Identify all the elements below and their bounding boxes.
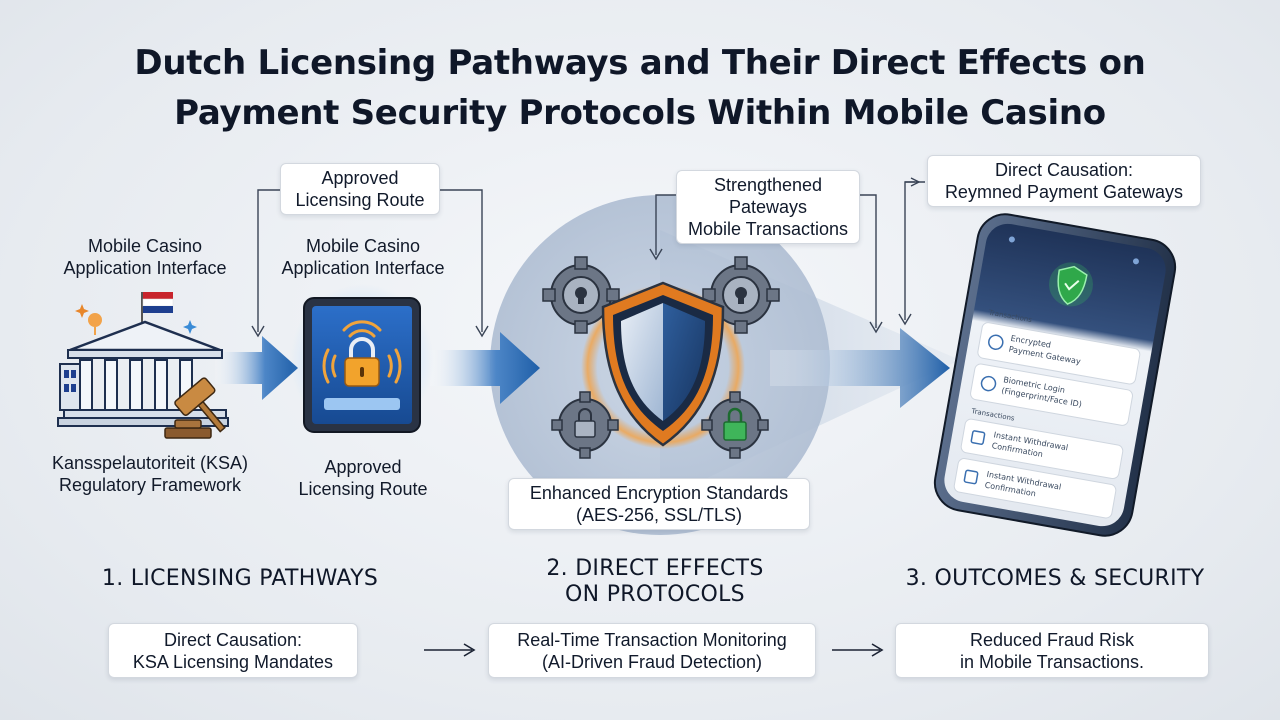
- gear-icon: [702, 256, 780, 334]
- page-title: Dutch Licensing Pathways and Their Direc…: [60, 38, 1220, 138]
- transaction-monitoring-box: Real-Time Transaction Monitoring (AI-Dri…: [488, 623, 816, 678]
- title-line-2: Payment Security Protocols Within Mobile…: [174, 93, 1106, 133]
- tablet-bottom-label: Approved Licensing Route: [298, 457, 428, 499]
- ksa-label: Kansspelautoriteit (KSA) Regulatory Fram…: [51, 453, 249, 495]
- smartphone-icon: Transactions Encrypted Payment Gateway B…: [933, 213, 1177, 537]
- gear-icon: [701, 391, 769, 459]
- title-line-1: Dutch Licensing Pathways and Their Direc…: [134, 43, 1146, 83]
- padlock-icon: [344, 337, 380, 387]
- approved-route-box: Approved Licensing Route: [280, 163, 440, 215]
- arrow-right-icon: [215, 336, 298, 400]
- section-outcomes-security: 3. OUTCOMES & SECURITY: [905, 566, 1205, 591]
- gear-icon: [542, 256, 620, 334]
- shield-icon: [601, 281, 725, 447]
- wifi-icon: [322, 320, 402, 384]
- gavel-icon: [164, 377, 226, 439]
- government-building-icon: [57, 292, 229, 439]
- ksa-mandates-box: Direct Causation: KSA Licensing Mandates: [108, 623, 358, 678]
- left-top-label: Mobile Casino Application Interface: [63, 236, 227, 278]
- arrow-right-icon: [430, 332, 540, 404]
- connector-lines: [251, 177, 925, 338]
- reduced-fraud-box: Reduced Fraud Risk in Mobile Transaction…: [895, 623, 1209, 678]
- encryption-standards-box: Enhanced Encryption Standards (AES-256, …: [508, 478, 810, 530]
- arrow-right-icon: [770, 328, 950, 408]
- section-direct-effects: 2. DIRECT EFFECTS ON PROTOCOLS: [546, 556, 764, 607]
- direct-causation-gateways-box: Direct Causation: Reymned Payment Gatewa…: [927, 155, 1201, 207]
- section-licensing-pathways: 1. LICENSING PATHWAYS: [101, 566, 379, 591]
- gear-icon: [551, 391, 619, 459]
- shield-gears-graphic: [542, 256, 780, 459]
- tablet-top-label: Mobile Casino Application Interface: [281, 236, 445, 278]
- tablet-icon: [290, 284, 434, 436]
- strengthened-pateways-box: Strengthened Pateways Mobile Transaction…: [676, 170, 860, 244]
- bottom-arrows: [424, 643, 884, 657]
